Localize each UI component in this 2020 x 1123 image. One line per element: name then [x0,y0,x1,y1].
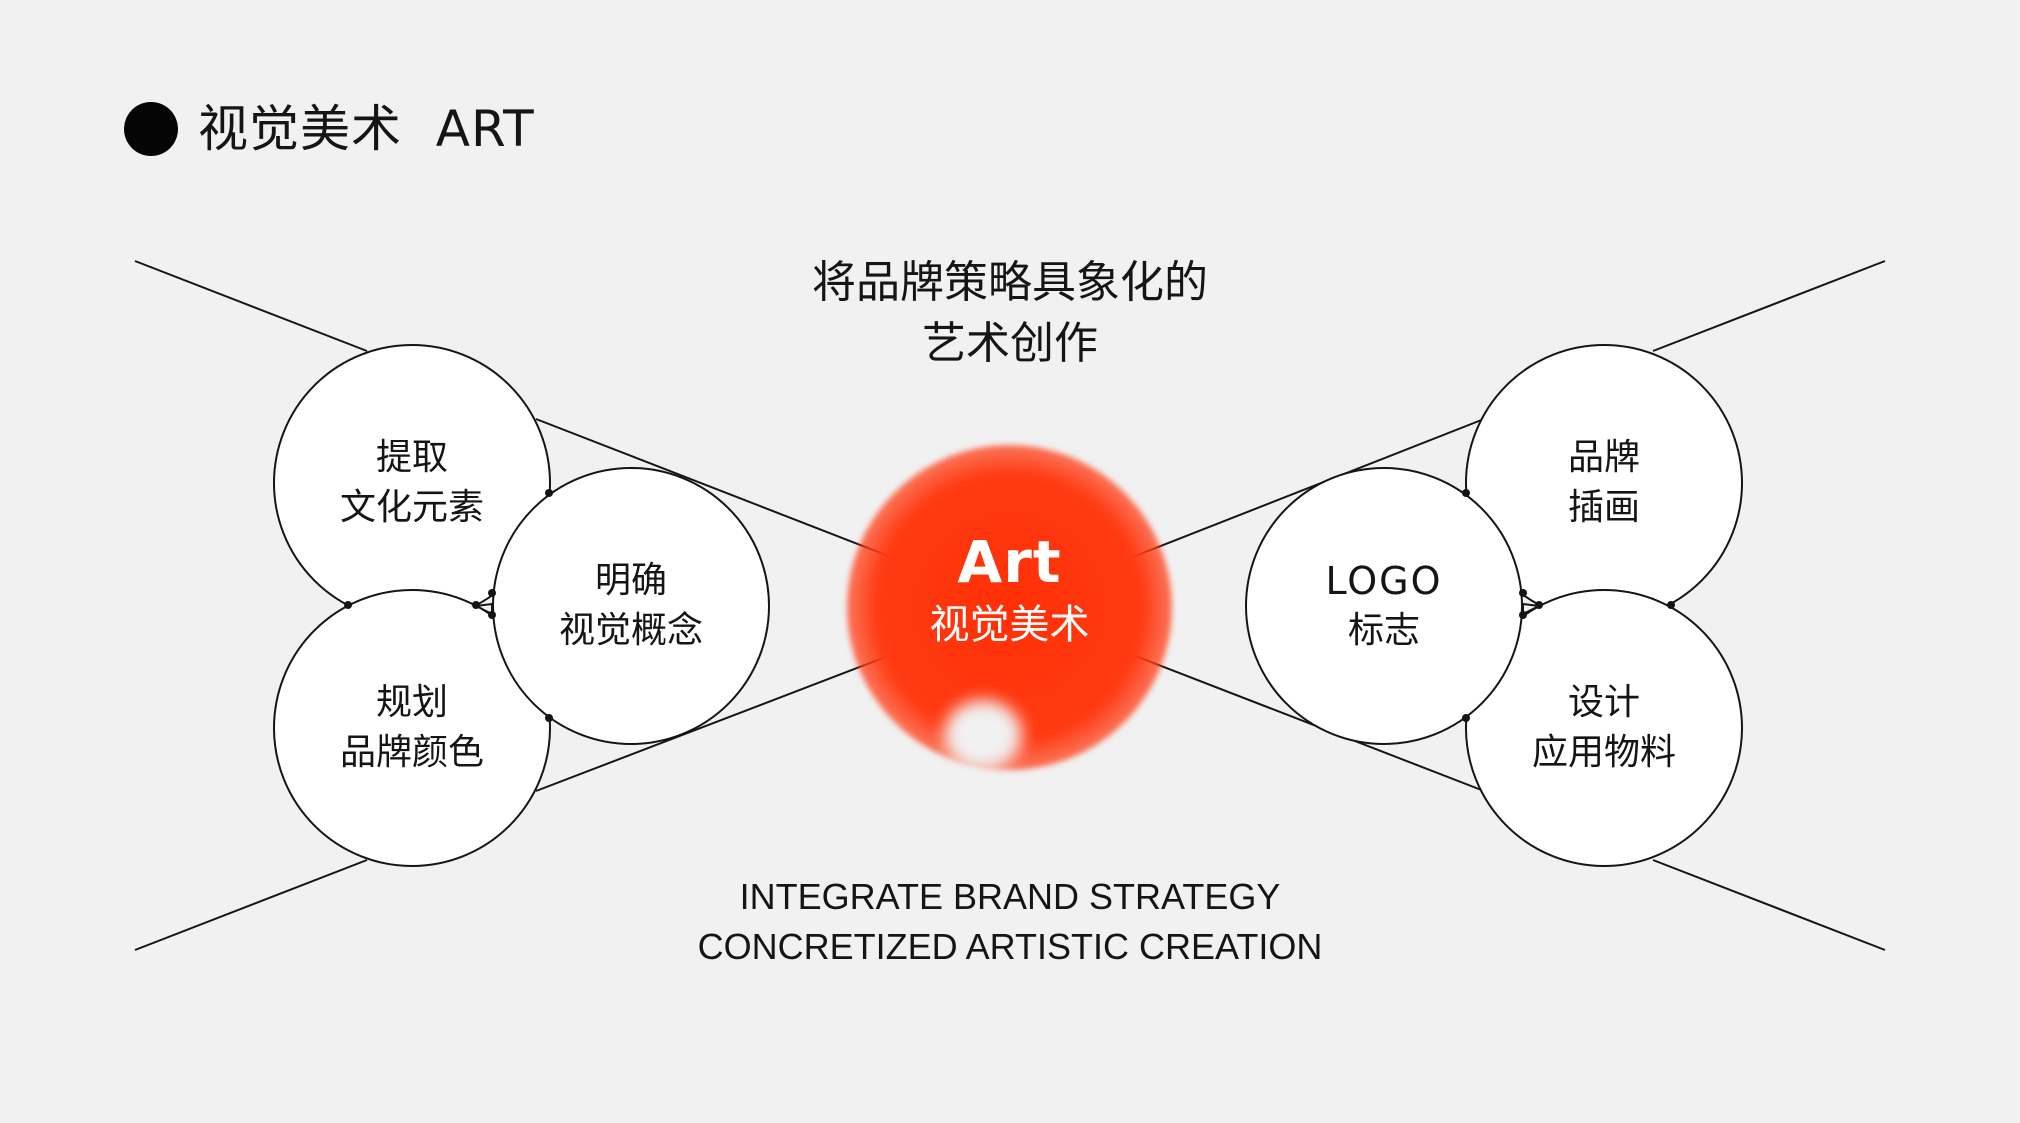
junction-dot-left-outer [344,601,352,609]
outer-line-left-bottom [134,859,368,951]
node-brand-illustration-line-2: 插画 [1567,487,1640,528]
node-plan-brand-colors-line-2: 品牌颜色 [339,732,484,773]
brand-strategy-statement-line-1: 将品牌策略具象化的 [812,257,1208,308]
page-header: 视觉美术 ART [124,98,535,160]
inner-line-right-bottom [1119,649,1485,792]
junction-dot-right-bottom [1462,714,1470,722]
english-statement-line-2: CONCRETIZED ARTISTIC CREATION [697,926,1323,967]
node-logo-mark-line-1: LOGO [1325,559,1443,603]
node-extract-culture-line-2: 文化元素 [339,487,484,528]
junction-dot-left-bottom [545,714,553,722]
english-statement: INTEGRATE BRAND STRATEGY CONCRETIZED ART… [610,872,1410,972]
node-brand-illustration-line-1: 品牌 [1567,437,1640,478]
outer-line-right-top [1652,260,1886,352]
junction-dot-left-mid-top [488,589,496,597]
junction-dot-right-outer [1667,601,1675,609]
node-plan-brand-colors-line-1: 规划 [375,682,448,723]
node-design-materials-line-1: 设计 [1567,682,1640,723]
junction-dot-right-mid-top [1519,589,1527,597]
outer-line-right-bottom [1652,859,1886,951]
center-subtitle: 视觉美术 [929,602,1090,648]
junction-dot-right-mid-bottom [1519,611,1527,619]
junction-dot-left-top [545,489,553,497]
junction-dot-left-mid-bottom [488,611,496,619]
bullet-dot-icon [124,102,178,156]
center-blob-notch [944,700,1022,770]
node-design-materials-line-2: 应用物料 [1531,732,1676,773]
node-visual-concept-line-1: 明确 [594,560,667,601]
node-logo-mark: LOGO 标志 [1245,467,1523,745]
center-title: Art [957,528,1062,596]
inner-line-right-top [1119,418,1485,563]
inner-line-left-top [535,418,905,563]
node-extract-culture-line-1: 提取 [375,437,448,478]
page-title: 视觉美术 ART [198,100,535,158]
english-statement-line-1: INTEGRATE BRAND STRATEGY [739,876,1281,917]
center-label: Art 视觉美术 [857,530,1162,654]
junction-dot-left-inner [472,601,480,609]
junction-dot-right-top [1462,489,1470,497]
node-visual-concept-line-2: 视觉概念 [558,610,703,651]
brand-strategy-statement: 将品牌策略具象化的 艺术创作 [690,252,1330,374]
brand-strategy-statement-line-2: 艺术创作 [922,318,1098,369]
node-logo-mark-line-2: 标志 [1347,610,1420,651]
outer-line-left-top [134,260,368,352]
node-visual-concept: 明确 视觉概念 [492,467,770,745]
junction-dot-right-inner [1535,601,1543,609]
inner-line-left-bottom [535,649,905,792]
